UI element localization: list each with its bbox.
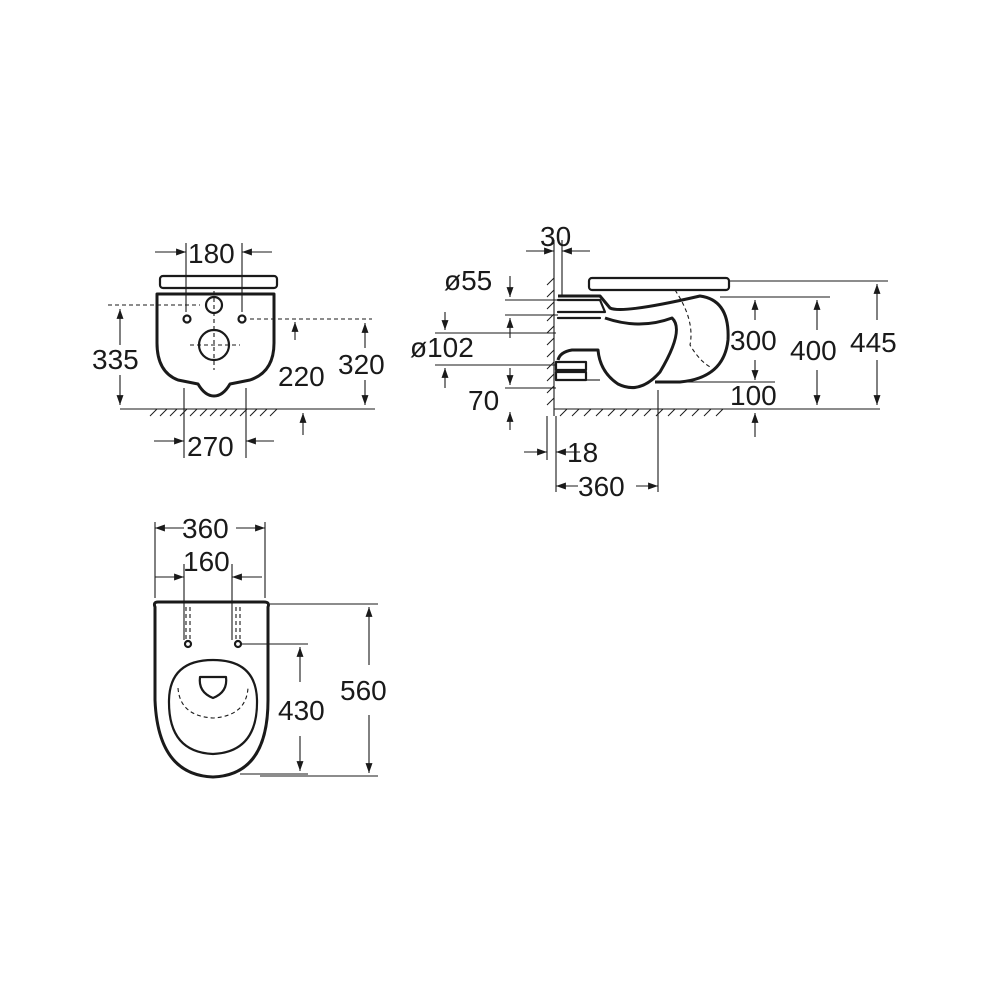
dim-side-300: 300	[730, 325, 777, 356]
side-view: 30 ø55 ø102 70 300 400 445	[410, 221, 897, 502]
dim-side-445: 445	[850, 327, 897, 358]
dim-front-335: 335	[92, 344, 139, 375]
dim-front-180: 180	[188, 238, 235, 269]
dim-front-270: 270	[187, 431, 234, 462]
wall-hatch	[546, 277, 555, 406]
dim-front-220: 220	[278, 361, 325, 392]
dim-side-360: 360	[578, 471, 625, 502]
dim-top-430: 430	[278, 695, 325, 726]
dim-side-70: 70	[468, 385, 499, 416]
dim-side-18: 18	[567, 437, 598, 468]
dim-top-560: 560	[340, 675, 387, 706]
dim-top-160: 160	[183, 546, 230, 577]
dim-side-100: 100	[730, 380, 777, 411]
dim-side-d102: ø102	[410, 332, 474, 363]
dim-side-d55: ø55	[444, 265, 492, 296]
floor-hatch	[149, 408, 278, 417]
top-view: 360 160 430 560	[152, 513, 387, 779]
side-floor-hatch	[559, 408, 724, 417]
dim-side-400: 400	[790, 335, 837, 366]
front-view: 180 335 220 320 270	[92, 238, 385, 462]
dim-front-320: 320	[338, 349, 385, 380]
dim-top-360: 360	[182, 513, 229, 544]
dim-side-30: 30	[540, 221, 571, 252]
